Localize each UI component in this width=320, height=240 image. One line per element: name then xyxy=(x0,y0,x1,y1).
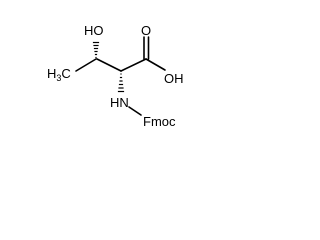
bond-c3-hydroxyl-hashed-wedge xyxy=(92,41,100,59)
bond-carboxyl-oh xyxy=(145,58,166,71)
bond-c3-c2 xyxy=(96,58,122,72)
chemical-structure-diagram: HO H3C O OH HN Fmoc xyxy=(47,23,184,129)
label-amine: HN xyxy=(110,95,129,110)
label-methyl: H3C xyxy=(47,66,71,83)
bond-c2-amine-hashed-wedge xyxy=(117,73,125,93)
bond-amine-fmoc xyxy=(128,106,142,116)
bond-methyl-c3 xyxy=(75,58,97,72)
bond-c2-carboxyl xyxy=(120,58,147,72)
label-carboxyl-oh: OH xyxy=(164,71,184,86)
label-methyl-c: C xyxy=(61,66,70,81)
label-fmoc: Fmoc xyxy=(143,114,176,129)
label-methyl-h: H xyxy=(47,66,56,81)
label-carbonyl-oxygen: O xyxy=(141,23,151,38)
label-hydroxyl: HO xyxy=(84,23,104,38)
label-methyl-subscript: 3 xyxy=(56,73,61,83)
